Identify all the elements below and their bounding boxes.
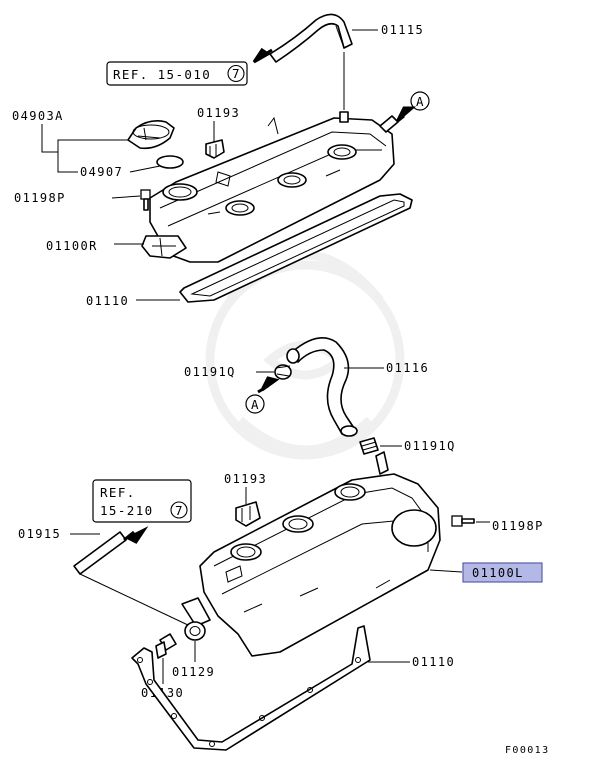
part-label-04903a[interactable]: 04903A (12, 109, 64, 123)
clip-01193-top[interactable] (205, 139, 225, 159)
ref-top-circled: 7 (232, 66, 241, 81)
pcv-valve-01191q-left[interactable] (274, 364, 292, 380)
ref-top-text: REF. 15-010 (113, 67, 211, 82)
part-label-01129[interactable]: 01129 (172, 665, 215, 679)
part-label-01110-top[interactable]: 01110 (86, 294, 129, 308)
figure-code: F00013 (505, 745, 550, 756)
arrow-to-ref-top (252, 47, 273, 64)
cover-gasket-01110-top[interactable] (179, 193, 413, 303)
leader-04907 (129, 165, 161, 173)
oil-filler-cap-04903a[interactable] (127, 120, 175, 150)
cover-gasket-01110-bottom[interactable] (131, 625, 371, 751)
part-label-01191q-right[interactable]: 01191Q (404, 439, 456, 453)
bolt-01198p-bottom[interactable] (451, 515, 475, 527)
oil-seal-01129[interactable] (184, 621, 206, 641)
part-label-01115[interactable]: 01115 (381, 23, 424, 37)
connector-a-bottom-text: A (251, 397, 260, 412)
ref-bottom-line1: REF. (100, 485, 136, 500)
hose-01915[interactable] (73, 531, 127, 575)
cap-gasket-04907[interactable] (156, 155, 184, 169)
leader-01198p-top (111, 195, 141, 199)
part-label-01198p-bottom[interactable]: 01198P (492, 519, 544, 533)
part-label-01191q-left[interactable]: 01191Q (184, 365, 236, 379)
highlighted-part-01100l[interactable]: 01100L (462, 562, 543, 583)
connector-a-bottom[interactable]: A (245, 394, 265, 414)
connector-a-top-text: A (416, 94, 425, 109)
pcv-hose-01116[interactable] (286, 336, 358, 437)
part-label-01110-bottom[interactable]: 01110 (412, 655, 455, 669)
part-label-01116[interactable]: 01116 (386, 361, 429, 375)
ref-bottom-circled: 7 (175, 503, 184, 518)
rocker-cover-right-01100r[interactable] (141, 111, 399, 263)
part-label-01100l: 01100L (472, 566, 524, 580)
rocker-cover-left-01100l[interactable] (181, 451, 441, 657)
leader-04903a-bracket (41, 124, 128, 173)
pcv-grommet-01191q-right[interactable] (359, 437, 379, 455)
ref-box-top[interactable]: REF. 15-010 7 (106, 61, 248, 86)
leader-01915-to-cover (79, 573, 191, 627)
part-label-01915[interactable]: 01915 (18, 527, 61, 541)
part-label-01193-top[interactable]: 01193 (197, 106, 240, 120)
part-label-01193-bottom[interactable]: 01193 (224, 472, 267, 486)
part-label-01198p-top[interactable]: 01198P (14, 191, 66, 205)
arrow-to-connector-a-bottom (257, 376, 280, 394)
clip-01193-bottom[interactable] (235, 501, 261, 527)
part-label-04907[interactable]: 04907 (80, 165, 123, 179)
leader-01100l (429, 569, 463, 573)
breather-hose-01115[interactable] (269, 13, 353, 63)
bolt-01198p-top[interactable] (140, 189, 151, 211)
ref-bottom-line2: 15-210 (100, 503, 154, 518)
arrow-to-ref-bottom (123, 526, 149, 544)
plug-01130[interactable] (155, 633, 177, 659)
part-label-01100r[interactable]: 01100R (46, 239, 98, 253)
connector-a-top[interactable]: A (410, 91, 430, 111)
ref-box-bottom[interactable]: REF. 15-210 7 (92, 479, 192, 523)
